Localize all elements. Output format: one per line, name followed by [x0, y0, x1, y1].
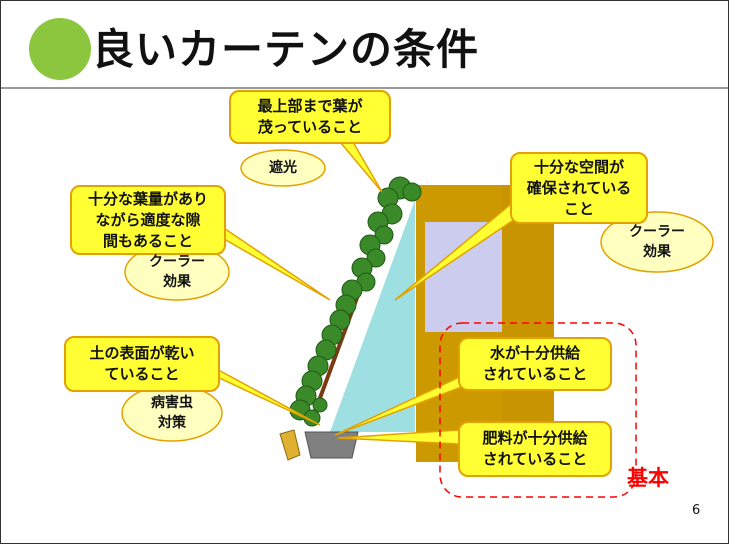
cloud-shade: 遮光: [269, 160, 297, 176]
callout-space: 十分な空間が 確保されている こと: [510, 152, 648, 224]
basic-label: 基本: [627, 466, 669, 490]
callout-leaf-amount: 十分な葉量があり ながら適度な隙 間もあること: [70, 185, 226, 255]
title-circle-icon: [29, 18, 91, 80]
callout-fertilizer: 肥料が十分供給 されていること: [458, 421, 612, 477]
cloud-cooler-left: クーラー 効果: [149, 254, 205, 290]
cloud-cooler-right: クーラー 効果: [629, 224, 685, 260]
cloud-pest: 病害虫 対策: [151, 395, 193, 431]
callout-soil: 土の表面が乾い ていること: [64, 336, 220, 392]
callout-water: 水が十分供給 されていること: [458, 337, 612, 391]
page-number: 6: [692, 503, 701, 518]
watering-can-icon: [279, 429, 301, 461]
planter-pot: [304, 431, 359, 459]
basic-conditions-box: [439, 322, 637, 498]
vine-leaves: [289, 176, 422, 427]
page-title: 良いカーテンの条件: [92, 25, 480, 74]
space-triangle: [330, 200, 415, 432]
callout-top-leaves: 最上部まで葉が 茂っていること: [229, 90, 391, 144]
cloud-shapes: [121, 149, 714, 442]
window: [425, 222, 502, 332]
